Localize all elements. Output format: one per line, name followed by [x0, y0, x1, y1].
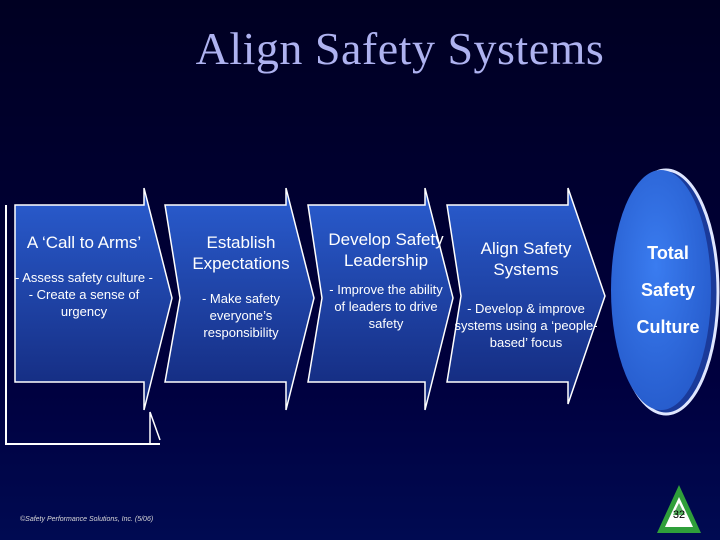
page-number: 32	[672, 509, 686, 521]
outcome-culture: Culture	[636, 317, 700, 337]
stage-4-heading: Align Safety Systems	[480, 239, 572, 279]
outcome-total: Total	[647, 243, 689, 263]
stage-3: Develop Safety Leadership - Improve the …	[326, 229, 446, 332]
stage-1: A ‘Call to Arms’ - Assess safety culture…	[14, 232, 154, 320]
stage-arrow-4	[446, 187, 606, 405]
copyright-notice: ©Safety Performance Solutions, Inc. (5/0…	[20, 516, 154, 523]
stage-4: Align Safety Systems - Develop & improve…	[452, 238, 600, 351]
outcome-safety: Safety	[640, 280, 696, 300]
stage-arrow-1	[14, 187, 173, 411]
stage-1-body: - Assess safety culture -- Create a sens…	[15, 270, 153, 319]
stage-2-heading: Establish Expectations	[192, 233, 290, 273]
stage-arrow-2	[164, 187, 315, 411]
arrow-outline-bottom	[6, 411, 161, 445]
stage-1-heading: A ‘Call to Arms’	[26, 233, 142, 252]
sps-logo-icon	[657, 485, 701, 533]
slide-title: Align Safety Systems	[195, 23, 605, 74]
stage-3-body: - Improve the ability of leaders to driv…	[329, 282, 443, 331]
stage-3-heading: Develop Safety Leadership	[328, 230, 444, 270]
outcome-circle	[611, 170, 711, 410]
stage-2-body: - Make safety everyone’s responsibility	[201, 291, 281, 340]
stage-2: Establish Expectations - Make safety eve…	[180, 232, 302, 341]
stage-4-body: - Develop & improve systems using a ‘peo…	[454, 301, 598, 350]
stage-arrow-3	[307, 187, 454, 411]
